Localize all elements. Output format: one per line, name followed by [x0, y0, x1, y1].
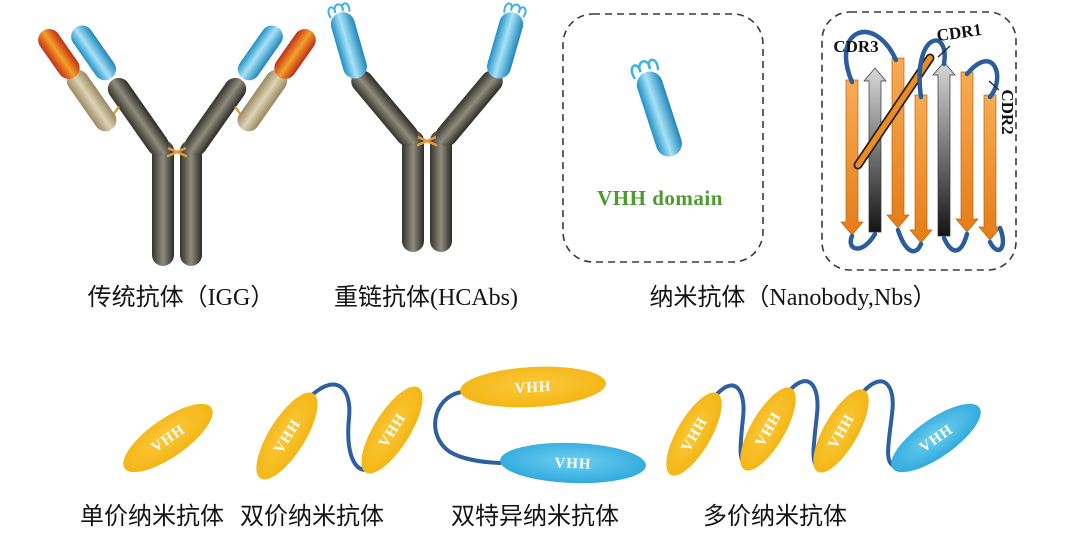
vhh-ellipse-yellow — [123, 403, 213, 473]
hcab-right-arm — [435, 2, 527, 147]
bottom-loop — [848, 231, 878, 251]
igg-antibody — [38, 25, 316, 266]
nanobody-label: 纳米抗体（Nanobody,Nbs） — [649, 284, 936, 311]
igg-vl-domain — [274, 29, 316, 79]
bivalent-nanobody: VHH VHH — [256, 382, 423, 480]
cdr3-loop — [843, 29, 899, 85]
peptide-linker — [862, 379, 896, 468]
hcab-vhh-domain — [487, 12, 524, 79]
igg-light-chain-segment — [66, 69, 117, 132]
hcab-heavy-chain-segment — [435, 70, 503, 147]
cdr-loops-icon — [630, 58, 660, 80]
vhh-ellipse-yellow — [666, 392, 722, 476]
hcab-heavy-chain-segment — [351, 70, 419, 147]
cdr2-label: CDR2 — [998, 89, 1017, 134]
multivalent-nanobody: VHH VHH VHH VHH — [666, 379, 981, 476]
beta-strand-orange — [955, 71, 979, 233]
igg-hinge-bonds — [166, 146, 188, 158]
cdr1-leader-line — [937, 45, 951, 58]
cdr3-label: CDR3 — [833, 37, 878, 56]
beta-strand-orange — [840, 79, 864, 236]
bottom-loop — [895, 227, 924, 254]
beta-strand-orange — [909, 94, 933, 244]
igg-heavy-chain-segment — [185, 77, 247, 156]
vhh-ellipse-yellow — [460, 366, 606, 408]
cdr2-leader-line — [988, 80, 1000, 91]
bispecific-label: 双特异纳米抗体 — [451, 503, 619, 530]
beta-strand-gray — [932, 61, 956, 237]
igg-right-arm — [185, 25, 316, 156]
igg-vl-domain — [38, 29, 80, 79]
vhh-ellipse-yellow — [256, 392, 318, 480]
igg-light-chain-segment — [237, 69, 288, 132]
bottom-loop — [987, 225, 1006, 253]
beta-strand-orange — [978, 94, 1002, 241]
hcab-antibody — [327, 2, 527, 252]
igg-stem — [152, 140, 202, 266]
multivalent-label: 多价纳米抗体 — [703, 503, 847, 530]
hcab-hinge-bonds — [416, 135, 438, 147]
vhh-tag: VHH — [554, 455, 592, 472]
igg-vh-domain — [71, 25, 117, 81]
peptide-linker — [310, 382, 368, 472]
vhh-ellipse-blue — [500, 442, 646, 484]
vhh-tag: VHH — [514, 379, 552, 397]
igg-left-arm — [38, 25, 169, 156]
hcab-left-arm — [327, 2, 419, 147]
hcab-stem — [402, 130, 452, 252]
monovalent-nanobody: VHH — [123, 403, 213, 473]
hcab-label: 重链抗体(HCAbs) — [334, 284, 518, 311]
cdr-loops-icon — [327, 2, 351, 19]
bispecific-nanobody: VHH VHH — [433, 366, 646, 484]
beta-strand-gray — [863, 67, 887, 233]
hcab-vhh-domain — [330, 12, 367, 79]
igg-label: 传统抗体（IGG） — [88, 284, 275, 311]
vhh-beta-sandwich-structure: CDR3 CDR1 CDR2 — [833, 20, 1017, 254]
vhh-ellipse-yellow — [813, 389, 869, 473]
cdr1-label: CDR1 — [935, 20, 983, 45]
cdr-loops-icon — [503, 2, 527, 18]
nanobody-dashed-box — [562, 13, 764, 263]
structure-dashed-box — [821, 11, 1017, 271]
vhh-domain-pill — [636, 71, 682, 157]
monovalent-label: 单价纳米抗体 — [80, 503, 224, 530]
vhh-ellipse-blue — [891, 403, 981, 473]
vhh-ellipse-yellow — [361, 386, 423, 474]
vhh-ellipse-yellow — [740, 387, 796, 471]
cdr2-loop — [964, 59, 1000, 100]
bottom-loop — [941, 231, 970, 253]
cdr1-loop — [917, 38, 947, 100]
beta-strand-orange — [886, 57, 910, 229]
vhh-domain-label: VHH domain — [597, 186, 723, 210]
bivalent-label: 双价纳米抗体 — [240, 503, 384, 530]
vhh-domain-illustration — [630, 58, 682, 157]
igg-vh-domain — [237, 25, 283, 81]
igg-heavy-chain-segment — [107, 77, 169, 156]
peptide-linker — [433, 390, 502, 465]
